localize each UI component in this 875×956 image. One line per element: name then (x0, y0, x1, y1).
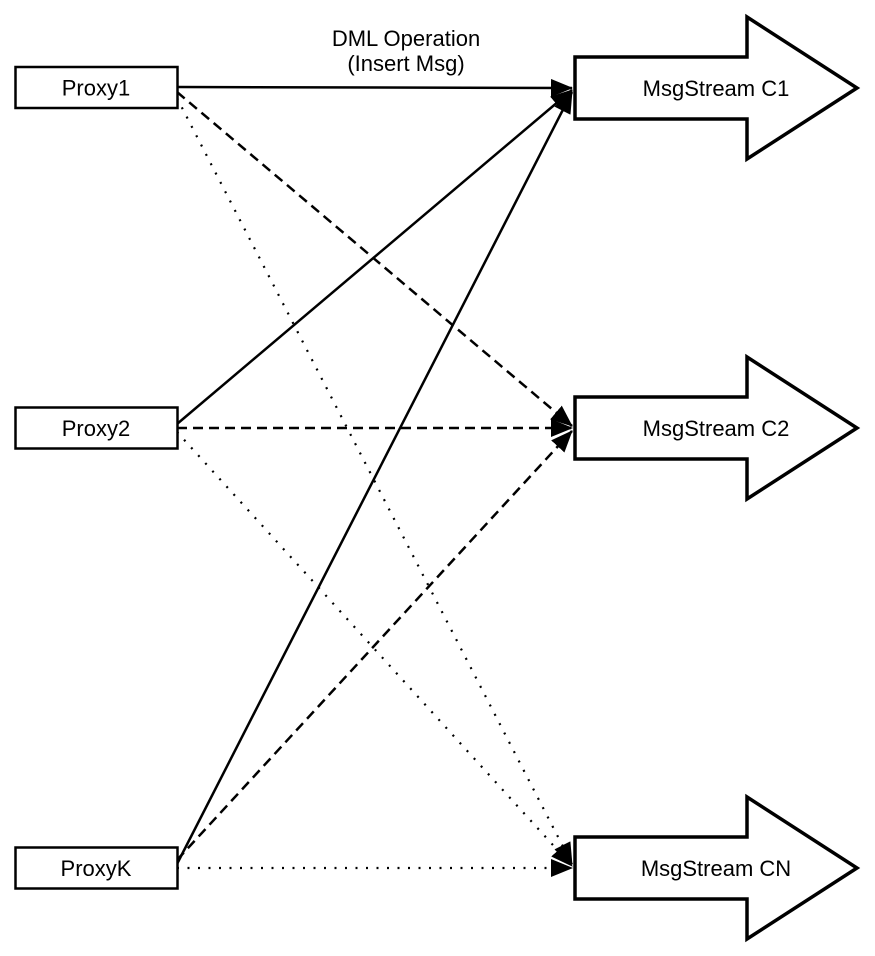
edge-proxyk-to-c2-dashed (176, 430, 573, 861)
node-msgstream-c1: MsgStream C1 (573, 13, 861, 163)
title-line2: (Insert Msg) (347, 51, 464, 76)
msgstream-c2-arrow-shape (573, 353, 861, 503)
edge-proxy1-to-c1-solid (176, 78, 573, 97)
edge-proxy2-to-c1-solid (176, 89, 573, 425)
node-msgstream-c2: MsgStream C2 (573, 353, 861, 503)
edge-proxy1-to-c2-dashed (176, 91, 573, 427)
node-proxy2: Proxy2 (14, 406, 179, 450)
node-proxyk: ProxyK (14, 846, 179, 890)
edge-proxy2-to-cn-dotted (176, 431, 573, 867)
node-msgstream-cn: MsgStream CN (573, 793, 861, 943)
edge-proxy1-to-cn-dotted (176, 97, 573, 865)
proxy2-box (14, 406, 179, 450)
msgstream-cn-label: MsgStream CN (641, 856, 791, 881)
msgstream-cn-arrow-shape (573, 793, 861, 943)
proxy1-box (14, 65, 179, 110)
proxy1-label: Proxy1 (62, 76, 130, 101)
msgstream-c1-label: MsgStream C1 (643, 76, 790, 101)
proxy2-label: Proxy2 (62, 416, 130, 441)
node-proxy1: Proxy1 (14, 65, 179, 110)
proxyk-box (14, 846, 179, 890)
msgstream-c1-arrow-shape (573, 13, 861, 163)
edges (175, 78, 574, 877)
title-line1: DML Operation (332, 26, 480, 51)
diagram-title: DML Operation (Insert Msg) (332, 26, 480, 76)
msgstream-c2-label: MsgStream C2 (643, 416, 790, 441)
edge-proxyk-to-c1-solid (175, 91, 574, 865)
proxyk-label: ProxyK (61, 856, 132, 881)
